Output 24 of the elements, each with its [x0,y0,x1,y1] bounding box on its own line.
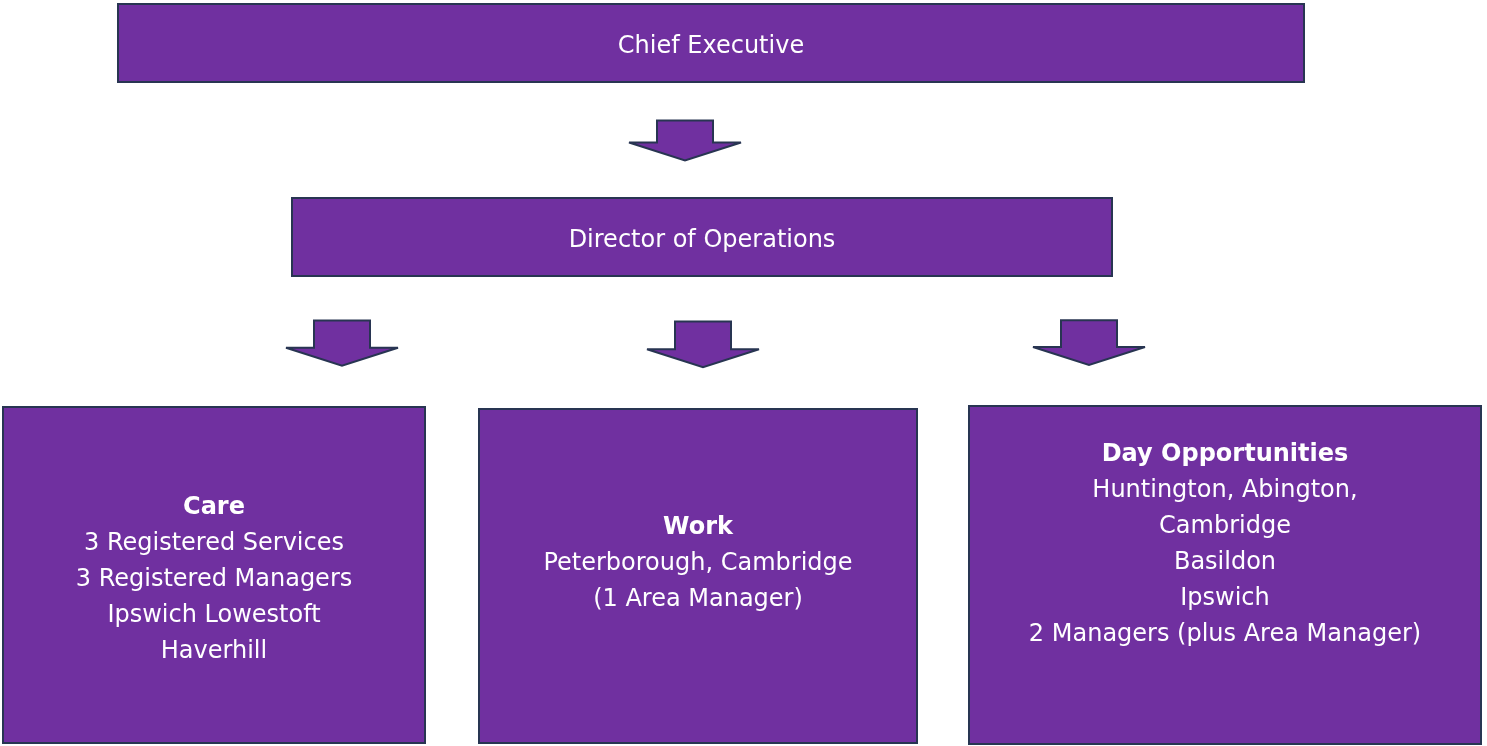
box-text: 3 Registered Managers [75,563,353,594]
block-arrow [628,119,742,162]
box-text: Haverhill [160,635,268,666]
box-text: Ipswich [1180,582,1270,613]
box-heading: Day Opportunities [1101,438,1349,469]
box-text: 3 Registered Services [84,527,344,558]
block-arrow [646,320,760,369]
box-text: Director of Operations [568,224,836,255]
org-chart-box [478,408,918,744]
org-chart-box [2,406,426,744]
block-arrow [1032,319,1146,367]
org-chart-box [291,197,1113,277]
box-heading: Care [183,491,245,522]
box-text: Huntington, Abington, Cambridge [1091,474,1359,541]
box-text: Peterborough, Cambridge [543,547,853,578]
box-text: Chief Executive [617,30,805,61]
org-chart-box [117,3,1305,83]
box-text: Ipswich Lowestoft [107,599,321,630]
block-arrow [285,319,399,367]
box-text: Basildon [1173,546,1277,577]
box-heading: Work [663,511,733,542]
box-text: 2 Managers (plus Area Manager) [1028,618,1422,649]
box-text: (1 Area Manager) [593,583,803,614]
org-chart-box [968,405,1482,745]
